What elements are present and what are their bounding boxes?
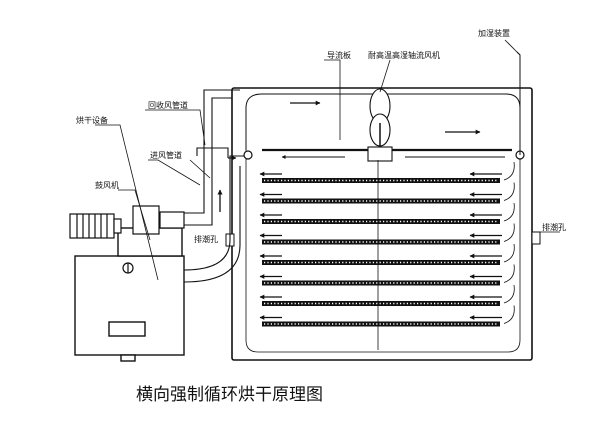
top-airflow-arrows — [290, 100, 481, 135]
diagram-title: 横向强制循环烘干原理图 — [136, 385, 323, 405]
label-dryer: 烘干设备 — [76, 115, 108, 125]
drying-equipment — [74, 227, 185, 362]
shelf-return-curve — [503, 264, 515, 283]
material-shelves — [259, 161, 515, 327]
inlet-air-duct — [183, 155, 244, 283]
shelf-return-curve — [503, 243, 515, 263]
label-humidifier: 加湿装置 — [478, 28, 510, 38]
label-blower: 鼓风机 — [95, 180, 119, 190]
label-baffle: 导流板 — [327, 50, 351, 60]
shelf-row — [259, 223, 515, 245]
return-air-duct — [184, 89, 240, 226]
shelf-row — [259, 284, 515, 306]
shelf-return-curve — [503, 284, 515, 304]
shelf-return-curve — [503, 305, 515, 324]
label-inlet-duct: 进风管道 — [150, 150, 182, 160]
leader-lines — [95, 39, 560, 281]
shelf-return-curve — [503, 182, 515, 201]
label-vent-right: 排潮孔 — [542, 222, 566, 232]
shelf-return-curve — [503, 223, 515, 242]
label-vent-left: 排潮孔 — [194, 234, 218, 244]
humidifier-line — [516, 51, 521, 155]
shelf-return-curve — [503, 161, 515, 181]
shelf-row — [259, 182, 515, 204]
blower-motor — [69, 205, 185, 274]
shelf-return-curve — [503, 202, 515, 222]
shelf-row — [259, 264, 515, 286]
label-axial-fan: 耐高温高湿轴流风机 — [368, 50, 440, 60]
label-return-duct: 回收风管道 — [148, 100, 188, 110]
shelf-row — [259, 161, 515, 183]
left-pulley — [243, 150, 253, 160]
axial-fan — [367, 88, 393, 162]
shelf-row — [259, 243, 515, 265]
right-vent — [531, 231, 541, 245]
shelf-row — [259, 202, 515, 224]
shelf-row — [259, 305, 515, 327]
